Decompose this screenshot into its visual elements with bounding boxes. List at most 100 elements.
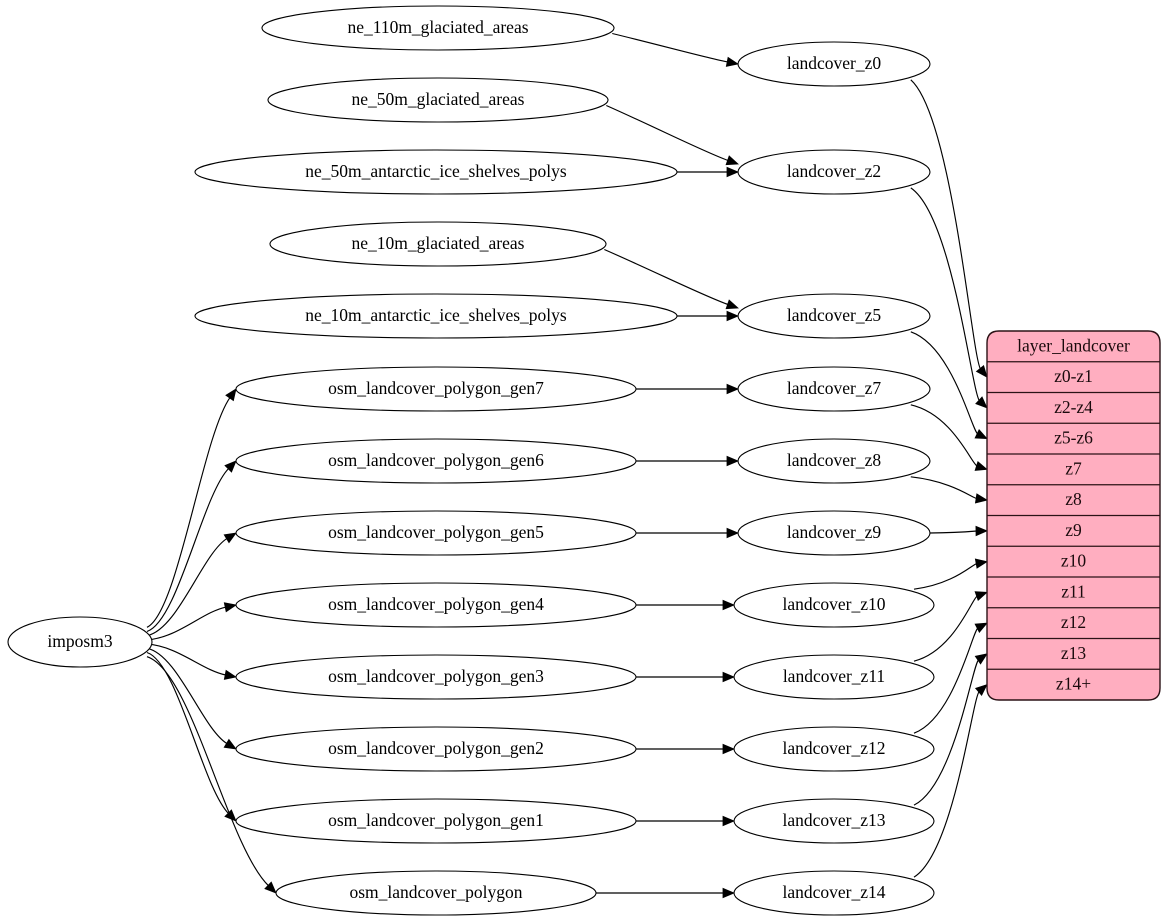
node-ellipse — [235, 726, 637, 772]
node-label: landcover_z13 — [782, 810, 885, 830]
edge-landcover_z10-to-table-z10 — [913, 558, 989, 590]
node-osm_landcover_polygon_gen4[interactable]: osm_landcover_polygon_gen4 — [235, 582, 637, 628]
node-landcover_z9[interactable]: landcover_z9 — [737, 510, 931, 556]
node-osm_landcover_polygon_gen3[interactable]: osm_landcover_polygon_gen3 — [235, 654, 637, 700]
node-label: landcover_z2 — [787, 161, 881, 181]
edge-landcover_z9-to-table-z9 — [929, 525, 989, 537]
node-label: landcover_z0 — [787, 53, 882, 73]
edge-line — [146, 651, 230, 815]
edge-line — [146, 643, 227, 676]
edge-line — [910, 331, 979, 435]
edge-landcover_z14-to-table-z14+ — [913, 683, 988, 878]
node-label: landcover_z10 — [782, 594, 885, 614]
node-ellipse — [737, 366, 931, 412]
node-ellipse — [733, 654, 935, 700]
table-row-z9[interactable]: z9 — [1065, 520, 1082, 540]
edge-line — [146, 396, 231, 628]
edge-line — [604, 248, 729, 306]
node-label: osm_landcover_polygon_gen2 — [328, 738, 544, 758]
edge-arrowhead — [975, 364, 988, 378]
node-label: landcover_z14 — [782, 882, 885, 902]
node-label: osm_landcover_polygon_gen7 — [328, 378, 544, 398]
edge-arrowhead — [726, 527, 740, 539]
node-ellipse — [737, 510, 931, 556]
node-ellipse — [737, 438, 931, 484]
node-osm_landcover_polygon_gen7[interactable]: osm_landcover_polygon_gen7 — [235, 366, 637, 412]
node-imposm3[interactable]: imposm3 — [7, 616, 153, 668]
node-osm_landcover_polygon_gen1[interactable]: osm_landcover_polygon_gen1 — [235, 798, 637, 844]
node-label: landcover_z8 — [787, 450, 882, 470]
node-osm_landcover_polygon_gen2[interactable]: osm_landcover_polygon_gen2 — [235, 726, 637, 772]
edge-osm_landcover_polygon_gen5-to-landcover_z9 — [636, 527, 740, 539]
nodes-layer: imposm3 ne_110m_glaciated_areas ne_50m_gla… — [7, 5, 935, 916]
edge-landcover_z8-to-table-z8 — [910, 476, 989, 504]
node-landcover_z10[interactable]: landcover_z10 — [733, 582, 935, 628]
node-osm_landcover_polygon_gen6[interactable]: osm_landcover_polygon_gen6 — [235, 438, 637, 484]
node-ne_10m_antarctic_ice_shelves_polys[interactable]: ne_10m_antarctic_ice_shelves_polys — [194, 293, 678, 339]
edge-line — [146, 467, 230, 633]
edge-arrowhead — [974, 428, 988, 440]
edge-arrowhead — [722, 671, 736, 683]
edge-line — [146, 647, 228, 745]
node-landcover_z0[interactable]: landcover_z0 — [737, 41, 931, 87]
node-ne_50m_antarctic_ice_shelves_polys[interactable]: ne_50m_antarctic_ice_shelves_polys — [194, 149, 678, 195]
edge-osm_landcover_polygon_gen4-to-landcover_z10 — [636, 599, 736, 611]
edge-imposm3-to-osm_landcover_polygon_gen7 — [146, 388, 237, 628]
edge-arrowhead — [726, 455, 740, 467]
edge-landcover_z11-to-table-z11 — [913, 591, 988, 662]
edge-arrowhead — [726, 383, 740, 395]
table-row-z13[interactable]: z13 — [1061, 643, 1087, 663]
table-row-z7[interactable]: z7 — [1065, 458, 1082, 478]
node-landcover_z12[interactable]: landcover_z12 — [733, 726, 935, 772]
table-row-z0-z1[interactable]: z0-z1 — [1054, 366, 1093, 386]
edge-arrowhead — [722, 743, 736, 755]
edge-arrowhead — [975, 396, 988, 409]
node-landcover_z5[interactable]: landcover_z5 — [737, 293, 931, 339]
table-row-z2-z4[interactable]: z2-z4 — [1054, 397, 1093, 417]
edge-imposm3-to-osm_landcover_polygon_gen3 — [146, 643, 238, 680]
node-ellipse — [733, 870, 935, 916]
edge-line — [910, 404, 978, 467]
edge-arrowhead — [722, 887, 736, 899]
layer-landcover-table[interactable]: layer_landcoverz0-z1z2-z4z5-z6z7z8z9z10z… — [986, 330, 1161, 701]
node-label: osm_landcover_polygon — [349, 882, 522, 902]
node-landcover_z11[interactable]: landcover_z11 — [733, 654, 935, 700]
table-row-z8[interactable]: z8 — [1065, 489, 1082, 509]
edge-arrowhead — [974, 683, 988, 696]
node-label: osm_landcover_polygon_gen4 — [328, 594, 544, 614]
table-row-z14+[interactable]: z14+ — [1056, 674, 1091, 694]
edge-ne_110m_glaciated_areas-to-landcover_z0 — [612, 32, 740, 67]
node-landcover_z7[interactable]: landcover_z7 — [737, 366, 931, 412]
node-ellipse — [737, 149, 931, 195]
node-osm_landcover_polygon[interactable]: osm_landcover_polygon — [275, 870, 597, 916]
node-ne_110m_glaciated_areas[interactable]: ne_110m_glaciated_areas — [261, 5, 615, 51]
edge-osm_landcover_polygon_gen2-to-landcover_z12 — [635, 743, 736, 755]
node-landcover_z14[interactable]: landcover_z14 — [733, 870, 935, 916]
node-landcover_z2[interactable]: landcover_z2 — [737, 149, 931, 195]
edge-osm_landcover_polygon_gen1-to-landcover_z13 — [636, 815, 736, 827]
edge-arrowhead — [726, 166, 740, 178]
node-label: ne_10m_glaciated_areas — [352, 233, 525, 253]
edge-line — [910, 187, 981, 402]
node-label: ne_10m_antarctic_ice_shelves_polys — [305, 305, 567, 325]
table-row-z12[interactable]: z12 — [1061, 612, 1086, 632]
table-row-z5-z6[interactable]: z5-z6 — [1054, 428, 1093, 448]
edge-line — [606, 104, 729, 162]
node-ellipse — [235, 582, 637, 628]
edge-arrowhead — [722, 599, 736, 611]
node-ne_50m_glaciated_areas[interactable]: ne_50m_glaciated_areas — [267, 77, 609, 123]
node-label: osm_landcover_polygon_gen5 — [328, 522, 544, 542]
edge-line — [913, 659, 980, 806]
node-landcover_z8[interactable]: landcover_z8 — [737, 438, 931, 484]
node-ellipse — [733, 798, 935, 844]
node-osm_landcover_polygon_gen5[interactable]: osm_landcover_polygon_gen5 — [235, 510, 637, 556]
edge-line — [913, 627, 979, 734]
table-row-z10[interactable]: z10 — [1061, 551, 1087, 571]
node-ellipse — [235, 510, 637, 556]
node-label: landcover_z5 — [787, 305, 882, 325]
edge-imposm3-to-osm_landcover_polygon_gen5 — [146, 532, 237, 637]
node-ne_10m_glaciated_areas[interactable]: ne_10m_glaciated_areas — [269, 221, 607, 267]
node-landcover_z13[interactable]: landcover_z13 — [733, 798, 935, 844]
table-row-z11[interactable]: z11 — [1061, 581, 1086, 601]
